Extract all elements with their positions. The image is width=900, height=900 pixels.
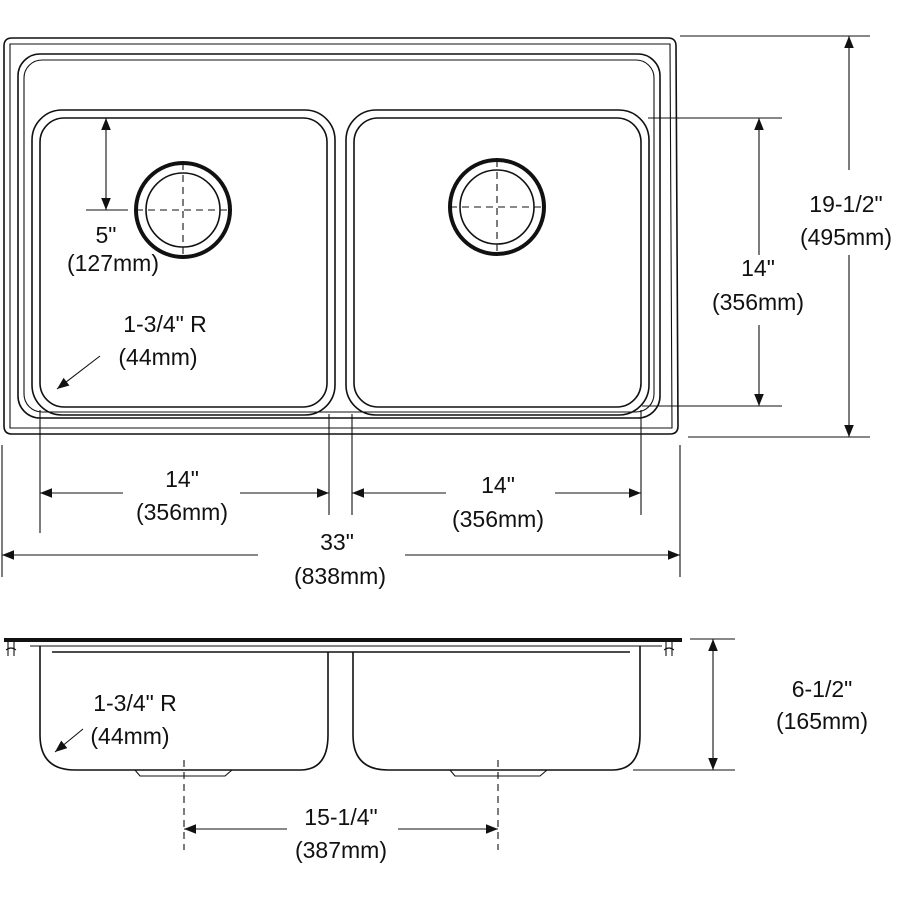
bowl-length-imperial: 14": [741, 255, 775, 281]
right-drain: [448, 158, 546, 256]
right-bowl-outer: [345, 109, 650, 416]
side-left-bowl: [39, 646, 329, 771]
overall-width-metric: (838mm): [294, 563, 386, 589]
side-corner-radius-leader: [54, 728, 84, 753]
side-view: 1-3/4" R (44mm) 6-1/2" (165mm) 15-1/4" (…: [4, 638, 868, 863]
depth-imperial: 6-1/2": [792, 676, 853, 702]
bowl-length-metric: (356mm): [712, 289, 804, 315]
right-bowl-inner: [353, 117, 642, 408]
right-width-imperial: 14": [481, 472, 515, 498]
left-bowl-outer: [31, 109, 336, 416]
drain-spacing-metric: (387mm): [295, 837, 387, 863]
side-corner-radius-metric: (44mm): [90, 723, 169, 749]
drain-offset-imperial: 5": [96, 222, 117, 248]
sink-outer-rim: [3, 37, 679, 435]
overall-width-imperial: 33": [320, 529, 354, 555]
side-corner-radius-imperial: 1-3/4" R: [93, 690, 177, 716]
depth-metric: (165mm): [776, 708, 868, 734]
top-view: 5" (127mm) 1-3/4" R (44mm) 14" (356mm) 1…: [1, 35, 892, 589]
side-rim: [4, 638, 682, 642]
overall-length-metric: (495mm): [800, 224, 892, 250]
corner-radius-metric: (44mm): [118, 344, 197, 370]
corner-radius-leader: [56, 355, 101, 390]
deck-inner-edge: [17, 53, 661, 419]
drain-spacing-imperial: 15-1/4": [304, 804, 377, 830]
left-bowl-inner: [39, 117, 328, 408]
corner-radius-imperial: 1-3/4" R: [123, 311, 207, 337]
left-width-imperial: 14": [165, 466, 199, 492]
left-width-metric: (356mm): [136, 499, 228, 525]
left-drain: [134, 161, 232, 259]
right-width-metric: (356mm): [452, 506, 544, 532]
overall-length-imperial: 19-1/2": [809, 191, 882, 217]
side-right-bowl: [352, 646, 641, 771]
drain-offset-metric: (127mm): [67, 250, 159, 276]
